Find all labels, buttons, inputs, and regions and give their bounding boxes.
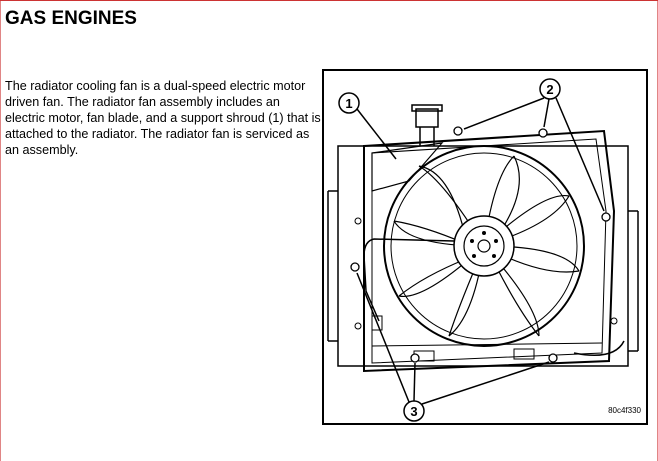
upper-bolt-1 xyxy=(453,126,463,136)
callout-2: 2 xyxy=(463,78,605,212)
callout-3-label: 3 xyxy=(410,404,417,419)
callout-3: 3 xyxy=(356,272,550,422)
fan-ring xyxy=(383,145,585,347)
description-text: The radiator cooling fan is a dual-speed… xyxy=(5,79,321,157)
lower-bolt-3 xyxy=(548,353,558,363)
page-title: GAS ENGINES xyxy=(5,8,137,29)
lower-bolt-2 xyxy=(410,353,420,363)
callout-1: 1 xyxy=(338,92,397,160)
fan-assembly-drawing: 1 2 3 xyxy=(327,78,639,422)
fan-shroud xyxy=(363,129,616,373)
radiator-fan-illustration: 1 2 3 80c4f330 xyxy=(322,69,648,425)
top-border xyxy=(0,0,658,1)
callout-1-label: 1 xyxy=(345,96,352,111)
lower-bolt-1 xyxy=(350,262,360,272)
upper-bolt-3 xyxy=(601,212,611,222)
callout-2-label: 2 xyxy=(546,82,553,97)
motor-wiring xyxy=(363,238,455,322)
upper-bolt-2 xyxy=(538,128,548,138)
motor-hub xyxy=(453,215,515,277)
figure-code: 80c4f330 xyxy=(608,406,641,415)
left-border xyxy=(0,0,1,461)
fan-blades xyxy=(393,155,580,337)
